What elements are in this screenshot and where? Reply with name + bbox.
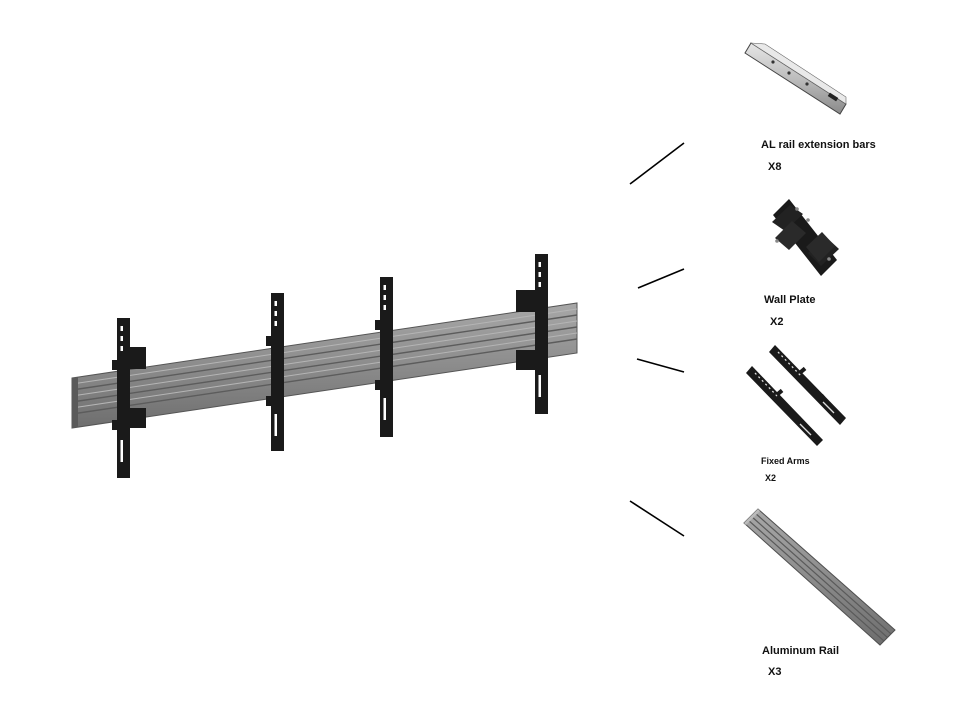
- label-aluminum-rail: Aluminum Rail: [762, 645, 840, 657]
- extension-bar-part: [744, 42, 847, 115]
- qty-aluminum-rail: X3: [768, 666, 782, 678]
- label-wall-plate: Wall Plate: [764, 294, 816, 306]
- label-extension-bars: AL rail extension bars: [761, 139, 876, 151]
- assembled-arm-3: [375, 277, 393, 437]
- qty-extension-bars: X8: [768, 161, 782, 173]
- label-fixed-arms: Fixed Arms: [761, 456, 810, 466]
- leader-line-fixed-arms: [636, 358, 685, 373]
- assembled-arm-4: [530, 254, 548, 414]
- wall-plate-part: [772, 199, 839, 276]
- assembled-arm-2: [266, 293, 284, 451]
- leader-line-aluminum-rail: [629, 500, 685, 537]
- aluminum-rail-part: [743, 508, 896, 646]
- qty-fixed-arms: X2: [765, 473, 777, 483]
- fixed-arms-part: [746, 345, 846, 446]
- assembled-rail: [71, 302, 578, 429]
- qty-wall-plate: X2: [770, 316, 784, 328]
- leader-line-wall-plate: [637, 268, 685, 289]
- assembled-arm-1: [112, 318, 130, 478]
- leader-line-extension-bars: [629, 142, 685, 185]
